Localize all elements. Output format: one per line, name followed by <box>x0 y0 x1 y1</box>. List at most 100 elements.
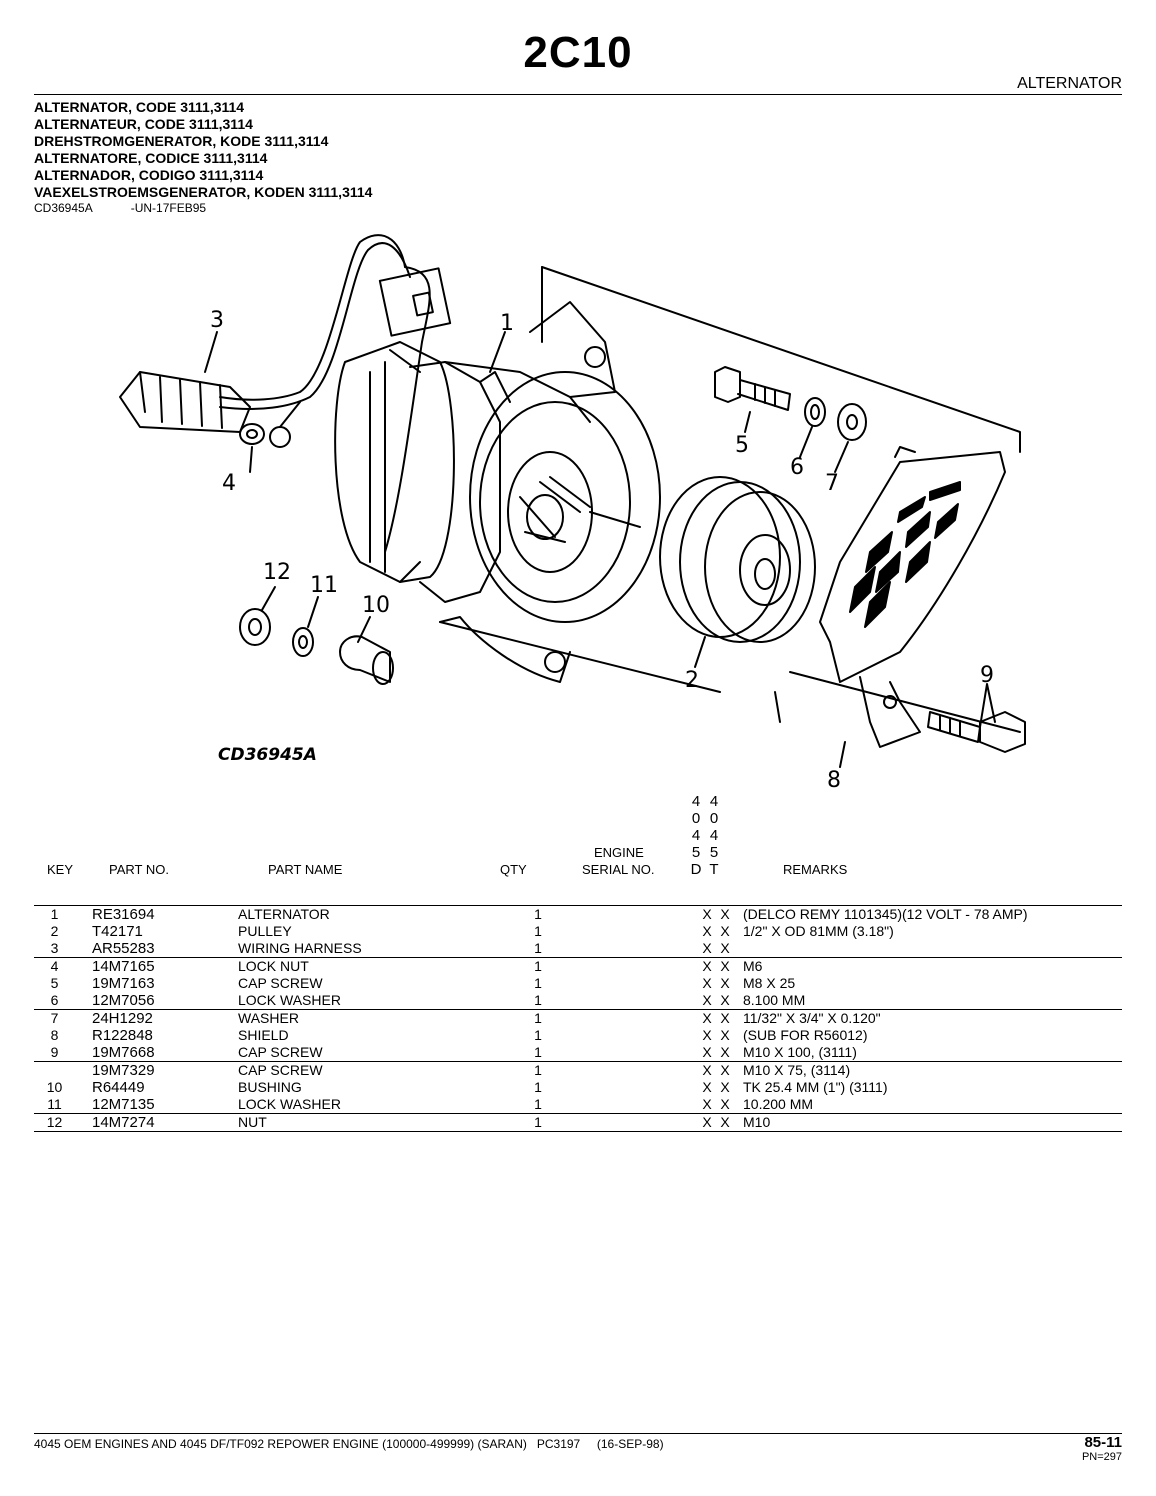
table-row: 4 14M7165 LOCK NUT 1 X X M6 <box>34 957 1122 975</box>
header-qty: QTY <box>500 862 527 877</box>
table-row: 1 RE31694 ALTERNATOR 1 X X (DELCO REMY 1… <box>34 905 1122 923</box>
table-row: 2 T42171 PULLEY 1 X X 1/2" X OD 81MM (3.… <box>34 923 1122 940</box>
top-rule <box>34 94 1122 95</box>
row-part-name: SHIELD <box>238 1027 289 1043</box>
row-part-name: WIRING HARNESS <box>238 940 362 956</box>
row-remarks: (SUB FOR R56012) <box>743 1027 868 1043</box>
heading-es: ALTERNADOR, CODIGO 3111,3114 <box>34 167 264 183</box>
heading-en: ALTERNATOR, CODE 3111,3114 <box>34 99 245 115</box>
header-engine: ENGINE <box>594 845 644 860</box>
row-qty: 1 <box>518 1009 558 1027</box>
callout-2: 2 <box>685 668 699 693</box>
callout-8: 8 <box>827 768 841 793</box>
row-qty: 1 <box>534 923 542 939</box>
row-qty: 1 <box>534 1079 542 1095</box>
row-part-no: AR55283 <box>92 940 155 957</box>
row-remarks: TK 25.4 MM (1") (3111) <box>743 1079 888 1095</box>
row-x2: X <box>720 1079 730 1095</box>
callout-5: 5 <box>735 433 749 458</box>
multilingual-headings: ALTERNATOR, CODE 3111,3114 ALTERNATEUR, … <box>34 99 372 201</box>
row-key: 4 <box>34 957 75 975</box>
row-x2: X <box>720 1096 730 1112</box>
parts-table: 1 RE31694 ALTERNATOR 1 X X (DELCO REMY 1… <box>34 905 1122 1132</box>
row-serial <box>558 1009 698 1027</box>
footer-text: 4045 OEM ENGINES AND 4045 DF/TF092 REPOW… <box>34 1437 664 1451</box>
row-qty: 1 <box>534 1027 542 1043</box>
row-x2: X <box>720 1027 730 1043</box>
header-serial-no: SERIAL NO. <box>582 862 655 877</box>
row-serial <box>558 992 698 1010</box>
row-x2: X <box>720 1044 730 1060</box>
row-part-name: CAP SCREW <box>238 1044 323 1060</box>
row-serial <box>558 923 698 940</box>
row-part-no: T42171 <box>92 923 143 940</box>
table-row: 9 19M7668 CAP SCREW 1 X X M10 X 100, (31… <box>34 1044 1122 1062</box>
row-part-name: WASHER <box>238 1009 518 1027</box>
row-part-no: 12M7135 <box>92 1096 155 1113</box>
row-serial <box>558 940 698 958</box>
reference-code: CD36945A <box>34 201 93 215</box>
row-key: 10 <box>46 1079 63 1095</box>
row-key: 11 <box>47 1096 62 1112</box>
row-key: 5 <box>50 975 59 991</box>
row-part-no: R64449 <box>92 1079 145 1096</box>
callout-11: 11 <box>310 573 338 598</box>
row-part-name: ALTERNATOR <box>238 905 518 923</box>
row-key: 1 <box>34 905 75 923</box>
row-remarks: 1/2" X OD 81MM (3.18") <box>743 923 894 939</box>
row-x2: X <box>716 1009 734 1027</box>
table-row: 3 AR55283 WIRING HARNESS 1 X X <box>34 940 1122 958</box>
row-x1: X <box>698 905 716 923</box>
table-row: 19M7329 CAP SCREW 1 X X M10 X 75, (3114) <box>34 1061 1122 1079</box>
row-remarks: M6 <box>734 957 1122 975</box>
row-x1: X <box>698 1009 716 1027</box>
table-row: 8 R122848 SHIELD 1 X X (SUB FOR R56012) <box>34 1027 1122 1044</box>
row-x1: X <box>698 1061 716 1079</box>
row-part-name: LOCK NUT <box>238 957 518 975</box>
row-part-no: 19M7163 <box>92 975 155 992</box>
table-row: 5 19M7163 CAP SCREW 1 X X M8 X 25 <box>34 975 1122 992</box>
row-part-name: LOCK WASHER <box>238 992 341 1008</box>
row-part-no: R122848 <box>92 1027 153 1044</box>
row-remarks: M10 <box>734 1113 1122 1132</box>
row-x1: X <box>702 992 712 1008</box>
row-x2: X <box>716 957 734 975</box>
row-part-name: CAP SCREW <box>238 1061 518 1079</box>
row-qty: 1 <box>518 905 558 923</box>
callout-10: 10 <box>362 593 390 618</box>
row-serial <box>558 905 698 923</box>
row-qty: 1 <box>534 992 542 1008</box>
row-x1: X <box>702 1027 712 1043</box>
row-part-name: NUT <box>238 1113 518 1132</box>
row-remarks: M10 X 75, (3114) <box>734 1061 1122 1079</box>
section-title: ALTERNATOR <box>1017 75 1122 92</box>
row-key: 12 <box>34 1113 75 1132</box>
row-serial <box>558 957 698 975</box>
footer-pn: PN=297 <box>1081 1451 1122 1463</box>
row-key <box>34 1061 75 1079</box>
row-x1: X <box>702 1079 712 1095</box>
row-part-no: 12M7056 <box>92 992 155 1009</box>
row-serial <box>558 1079 698 1096</box>
callout-12: 12 <box>263 560 291 585</box>
header-part-no: PART NO. <box>109 862 169 877</box>
row-x1: X <box>698 1113 716 1132</box>
row-key: 8 <box>50 1027 59 1043</box>
callout-1: 1 <box>500 311 514 336</box>
row-x1: X <box>702 923 712 939</box>
row-part-name: PULLEY <box>238 923 292 939</box>
table-row: 6 12M7056 LOCK WASHER 1 X X 8.100 MM <box>34 992 1122 1010</box>
callout-7: 7 <box>825 471 839 496</box>
row-part-name: LOCK WASHER <box>238 1096 341 1112</box>
row-key: 9 <box>50 1044 59 1060</box>
table-row: 11 12M7135 LOCK WASHER 1 X X 10.200 MM <box>34 1096 1122 1114</box>
header-remarks: REMARKS <box>783 862 848 877</box>
row-part-no: 19M7329 <box>75 1061 238 1079</box>
row-x1: X <box>702 1044 712 1060</box>
row-serial <box>558 1044 698 1062</box>
row-key: 2 <box>50 923 59 939</box>
row-qty: 1 <box>518 957 558 975</box>
row-remarks: M10 X 100, (3111) <box>743 1044 857 1060</box>
bottom-rule <box>34 1433 1122 1434</box>
row-part-no: 19M7668 <box>92 1044 155 1061</box>
